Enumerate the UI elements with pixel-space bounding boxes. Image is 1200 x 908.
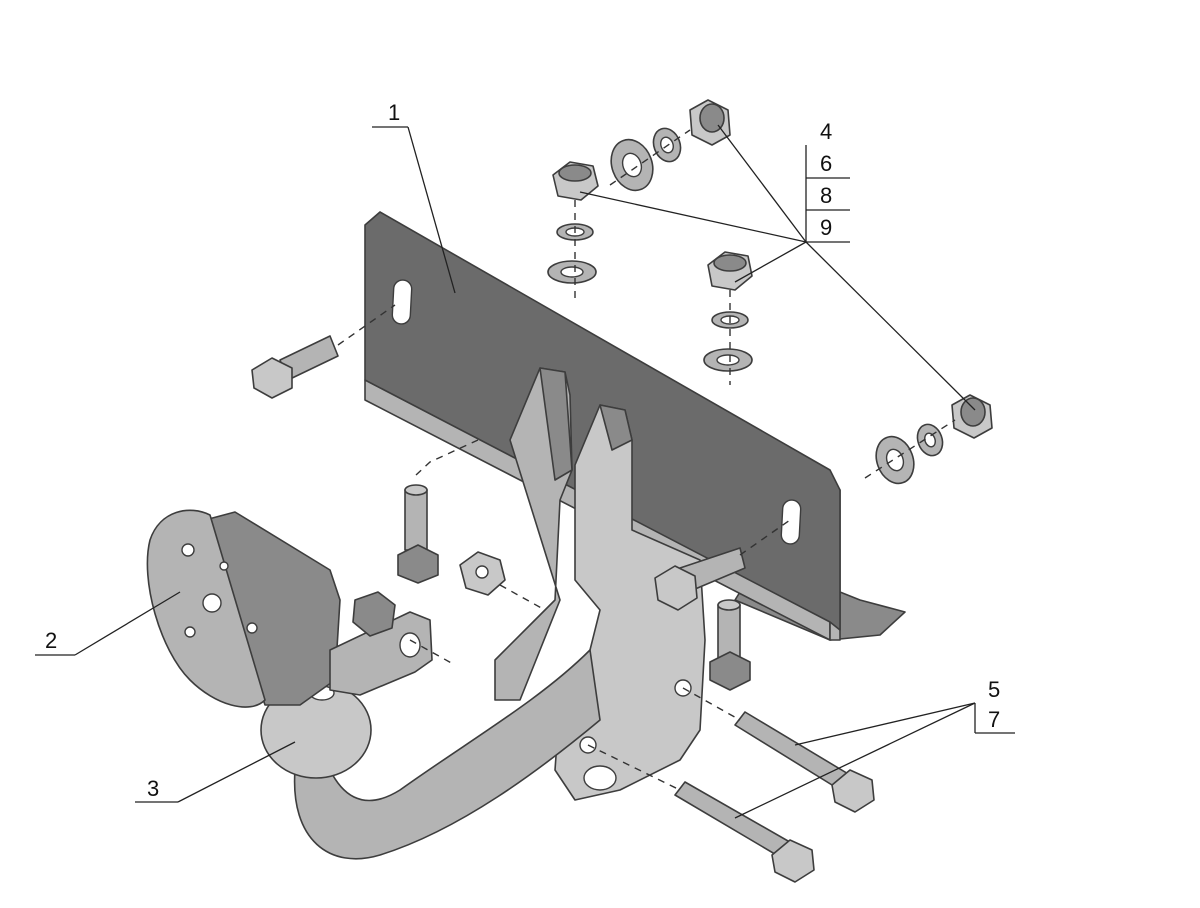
callout-5: 5 (988, 677, 1000, 702)
socket-plate (146, 509, 433, 708)
callout-3: 3 (147, 776, 159, 801)
assembly-axes (337, 129, 956, 791)
callout-8: 8 (820, 183, 832, 208)
callout-labels: 1 2 3 4 6 8 9 5 7 (45, 100, 1000, 801)
fasteners (251, 99, 993, 883)
callout-1: 1 (388, 100, 400, 125)
callout-2: 2 (45, 628, 57, 653)
leader-lines (35, 124, 1015, 819)
callout-9: 9 (820, 215, 832, 240)
callout-6: 6 (820, 151, 832, 176)
callout-7: 7 (988, 707, 1000, 732)
callout-4: 4 (820, 119, 832, 144)
